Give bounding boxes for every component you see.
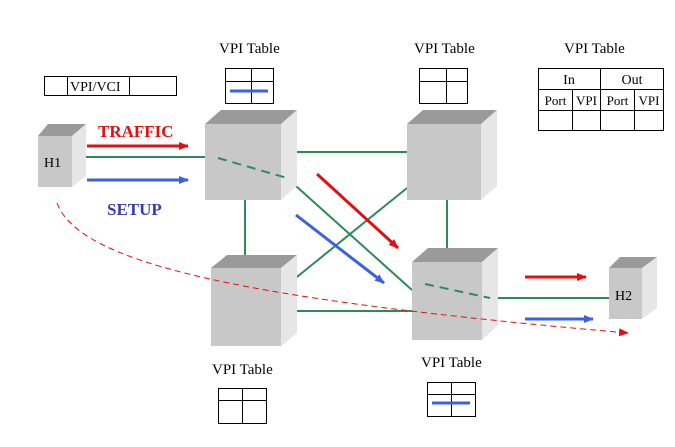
traffic-arrow-middle <box>315 172 400 250</box>
vpi-vci-label: VPI/VCI <box>70 80 121 95</box>
legend-col-out-vpi: VPI <box>639 93 660 108</box>
vpi-table-title-legend: VPI Table <box>564 41 625 57</box>
vpi-table-title-s3: VPI Table <box>212 362 273 378</box>
vpi-table-s2 <box>419 68 468 104</box>
setup-arrow-middle <box>295 213 385 285</box>
switch-3 <box>211 255 297 346</box>
switch-4 <box>412 248 498 340</box>
legend-col-out-port: Port <box>607 93 629 108</box>
vpi-table-s4 <box>427 382 476 417</box>
vpi-table-title-s2: VPI Table <box>414 41 475 57</box>
switch-1-internal-path <box>217 157 288 179</box>
vpi-table-s1 <box>225 68 274 104</box>
traffic-path-curve <box>56 202 629 337</box>
legend-out-header: Out <box>622 73 643 88</box>
host-h1 <box>38 124 86 187</box>
vpi-table-legend <box>538 68 664 131</box>
vpi-table-title-s4: VPI Table <box>421 355 482 371</box>
link-s1-s4-cross <box>286 177 413 291</box>
setup-label: SETUP <box>107 200 162 219</box>
traffic-label: TRAFFIC <box>98 122 174 141</box>
legend-in-header: In <box>563 73 575 88</box>
internal-switch-paths <box>217 157 491 299</box>
switch-1 <box>205 110 297 200</box>
vpi-table-s3 <box>218 388 267 424</box>
link-s3-s2-cross <box>286 187 408 286</box>
switch-2 <box>407 110 497 200</box>
h1-label: H1 <box>44 156 61 171</box>
network-links <box>72 151 610 312</box>
h2-label: H2 <box>615 289 632 304</box>
vpi-vci-header <box>44 76 177 96</box>
legend-col-in-vpi: VPI <box>576 93 597 108</box>
legend-col-in-port: Port <box>545 93 567 108</box>
switch-4-internal-path <box>424 283 491 299</box>
vpi-table-title-s1: VPI Table <box>219 41 280 57</box>
host-h2 <box>609 257 657 319</box>
